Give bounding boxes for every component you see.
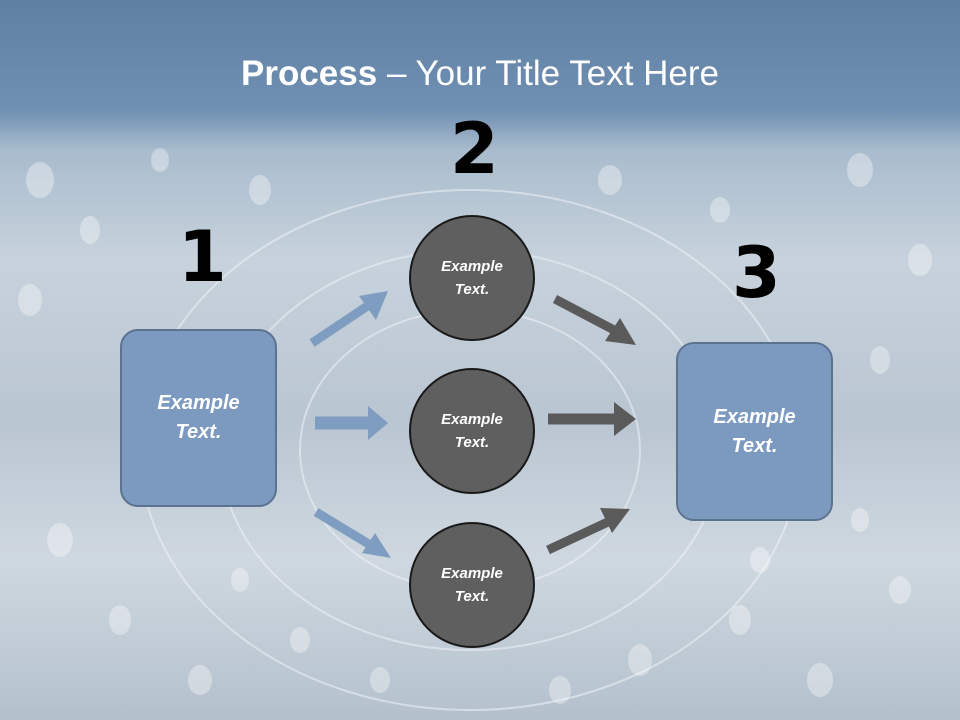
circle-bottom-line2: Text. <box>454 588 490 605</box>
process-circle-top[interactable]: Example Text. <box>409 215 535 341</box>
step-number-3: 3 <box>732 232 781 314</box>
process-circle-middle[interactable]: Example Text. <box>409 368 535 494</box>
circle-middle-line2: Text. <box>454 434 490 451</box>
arrow-top-to-right <box>552 295 636 345</box>
arrow-left-to-middle <box>315 406 388 440</box>
circle-middle-line1: Example <box>441 411 503 428</box>
left-process-box[interactable]: Example Text. <box>120 329 277 507</box>
step-number-1: 1 <box>178 216 227 298</box>
title-rest: – Your Title Text Here <box>377 54 719 93</box>
left-box-line2: Text. <box>175 421 222 443</box>
circle-top-line1: Example <box>441 258 503 275</box>
arrow-middle-to-right <box>548 402 636 436</box>
right-box-line1: Example <box>713 405 796 428</box>
circle-top-line2: Text. <box>454 281 490 298</box>
title-bold: Process <box>241 54 378 93</box>
right-box-line2: Text. <box>731 434 778 457</box>
arrow-left-to-top <box>309 291 388 347</box>
circle-bottom-line1: Example <box>441 565 503 582</box>
arrow-left-to-bottom <box>313 508 391 558</box>
right-process-box[interactable]: Example Text. <box>676 342 833 521</box>
process-circle-bottom[interactable]: Example Text. <box>409 522 535 648</box>
left-box-line1: Example <box>157 392 240 414</box>
arrow-bottom-to-right <box>546 508 630 555</box>
slide-title: Process – Your Title Text Here <box>0 52 960 96</box>
step-number-2: 2 <box>450 108 499 190</box>
